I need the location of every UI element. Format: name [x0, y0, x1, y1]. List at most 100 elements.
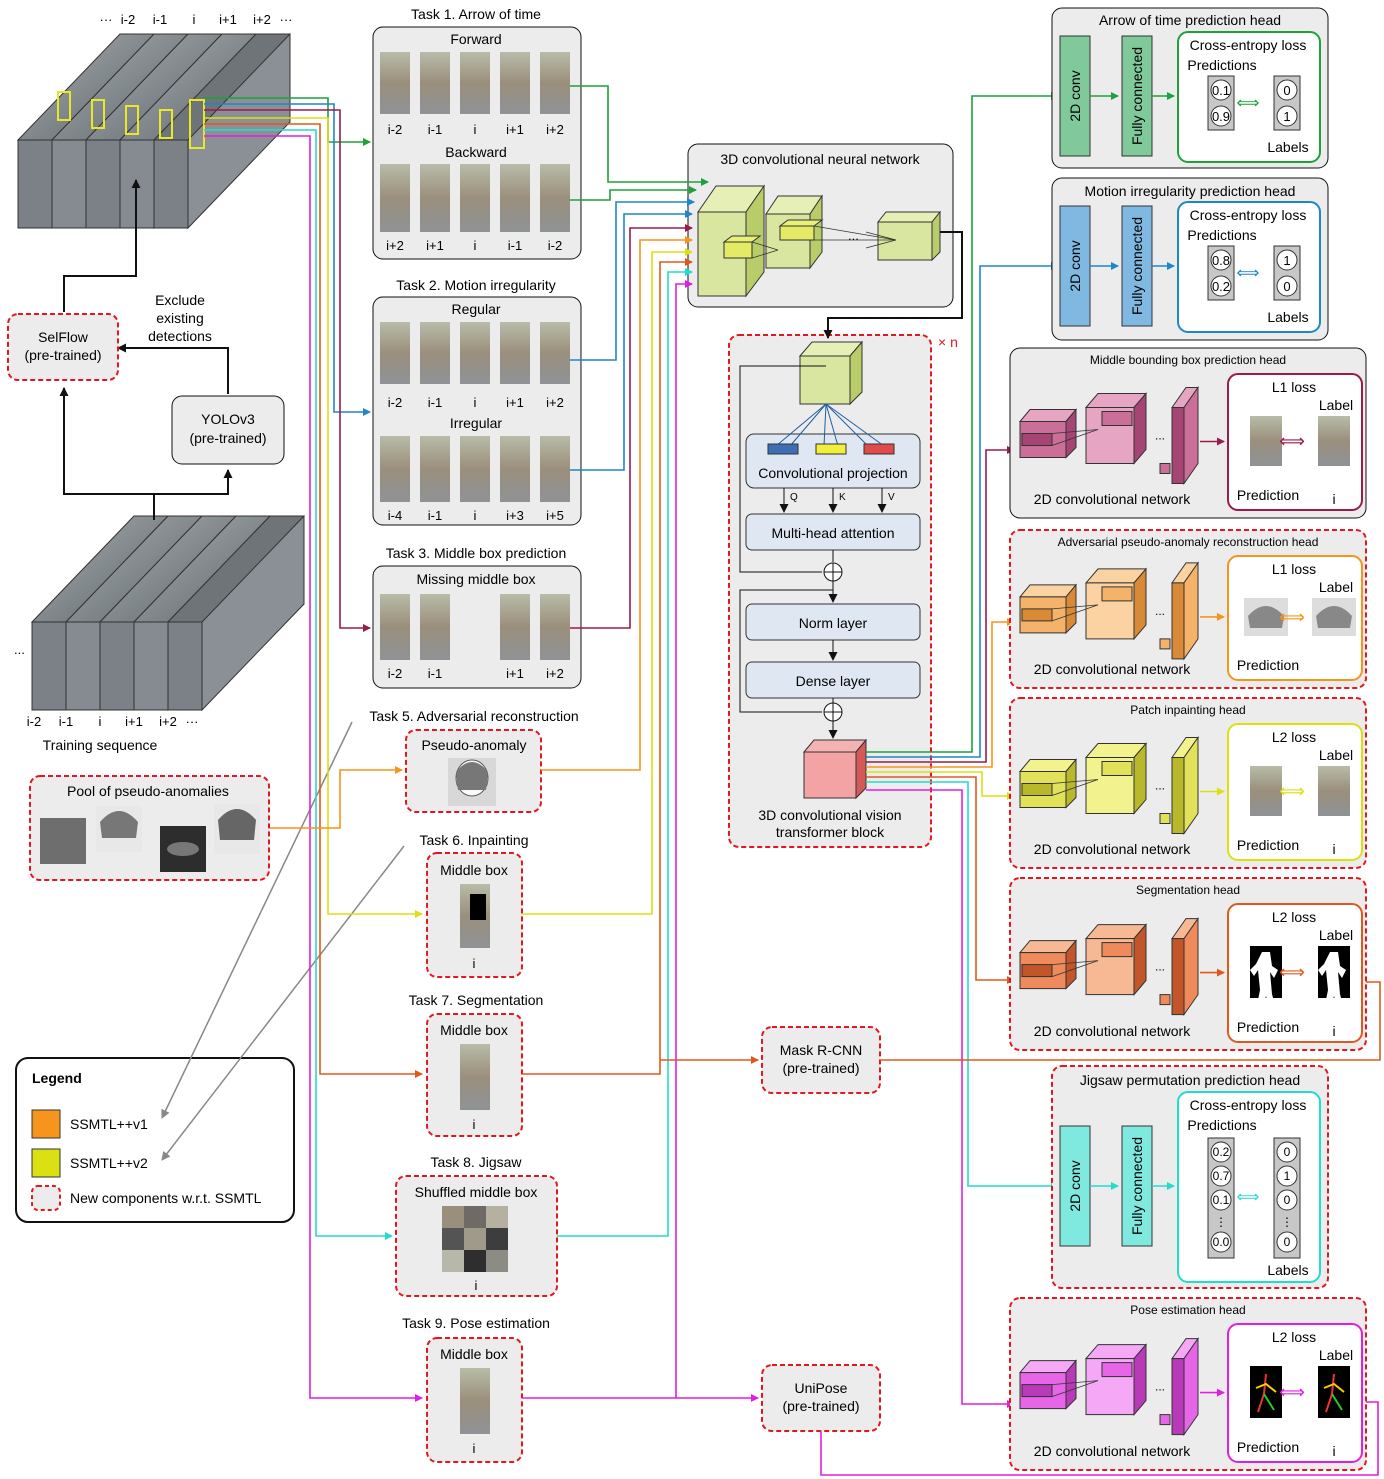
task3-middle-box-prediction: Task 3. Middle box prediction Missing mi…: [372, 545, 582, 689]
frame-index: i+1: [506, 666, 524, 681]
output-layer: [1171, 407, 1185, 484]
kernel: [1101, 1362, 1133, 1378]
projection-line: [1051, 779, 1099, 784]
frame-index: i: [473, 1441, 476, 1456]
transformer-caption: transformer block: [776, 824, 885, 840]
head-title: Motion irregularity prediction head: [1085, 183, 1296, 199]
top-frame-stack: ··· i-2 i-1 i i+1 i+2 ···: [16, 12, 293, 230]
loss-box: [1227, 723, 1363, 861]
frame-index: i+2: [386, 238, 404, 253]
frame-label: i-2: [27, 714, 41, 729]
loss-label: Cross-entropy loss: [1190, 207, 1307, 223]
double-arrow-icon: ⟺: [1237, 95, 1260, 112]
task6-box-label: Middle box: [440, 862, 508, 878]
task9-pose-estimation: Task 9. Pose estimation Middle box i: [402, 1315, 550, 1463]
training-sequence-label: Training sequence: [43, 737, 158, 753]
vertical-dots: ⋮: [1215, 1215, 1227, 1229]
projection-line: [1051, 779, 1099, 796]
double-arrow-icon: ⟺: [1279, 431, 1305, 451]
head-title: Segmentation head: [1136, 883, 1240, 897]
double-arrow-icon: ⟺: [1279, 962, 1305, 982]
network-label: 2D convolutional network: [1034, 661, 1191, 677]
kernel: [1159, 813, 1171, 824]
prediction-value: 0.1: [1213, 1193, 1230, 1207]
loss-box: [1227, 555, 1363, 681]
fc-label: Fully connected: [1129, 47, 1145, 145]
silhouette: [1250, 952, 1278, 1010]
task8-title: Task 8. Jigsaw: [430, 1154, 522, 1170]
head-middle: Middle bounding box prediction head...2D…: [1009, 347, 1367, 519]
hair-shape: [1316, 606, 1352, 628]
task3-frames: [380, 594, 570, 660]
frames-bottom: [30, 514, 305, 712]
task8-jigsaw: Task 8. Jigsaw Shuffled middle box i: [395, 1154, 558, 1297]
frame-label: i+2: [253, 12, 271, 27]
label-heading: Label: [1319, 397, 1353, 413]
task1-forward-frames: [380, 52, 570, 114]
selflow-box: SelFlow (pre-trained): [7, 313, 119, 381]
ellipsis: ...: [1155, 1380, 1165, 1394]
output-layer: [1171, 938, 1185, 1016]
loss-label: L1 loss: [1272, 561, 1316, 577]
skeleton-limb: [1263, 1393, 1275, 1411]
ellipsis: ...: [1155, 604, 1165, 618]
label-value: 0: [1283, 279, 1290, 294]
loss-box: [1227, 1323, 1363, 1463]
frame-label: i-1: [59, 714, 73, 729]
yolo-subtitle: (pre-trained): [189, 430, 266, 446]
predictions-label: Predictions: [1187, 1117, 1256, 1133]
task5-box-label: Pseudo-anomaly: [421, 737, 526, 753]
frame-labels-top: ··· i-2 i-1 i i+1 i+2 ···: [100, 12, 293, 27]
skeleton-limb: [1331, 1393, 1343, 1411]
conv-label: 2D conv: [1067, 70, 1083, 121]
frame-index: i: [473, 1117, 476, 1132]
frame-index: i: [474, 122, 477, 137]
exclude-line: existing: [156, 310, 203, 326]
unipose-box: UniPose (pre-trained): [761, 1364, 881, 1432]
head-motion-irregularity: Motion irregularity prediction head 2D c…: [1051, 177, 1329, 341]
frame-index: i: [475, 1278, 478, 1293]
frame-label: i: [193, 12, 196, 27]
projection-line: [1051, 1380, 1099, 1397]
frame-index: i+2: [546, 122, 564, 137]
legend-v2-label: SSMTL++v2: [70, 1155, 148, 1171]
frame-index: i: [1332, 491, 1335, 507]
task6-title: Task 6. Inpainting: [420, 832, 529, 848]
dense-layer-label: Dense layer: [796, 673, 871, 689]
mask-rcnn-title: Mask R-CNN: [780, 1042, 862, 1058]
legend-swatch-v2: [31, 1148, 61, 1178]
person-image: [1318, 416, 1350, 466]
prediction-value: 0.9: [1212, 109, 1230, 124]
frame-index: i: [474, 508, 477, 523]
label-heading: Label: [1319, 579, 1353, 595]
frame-index: i-1: [508, 238, 522, 253]
label-value: 1: [1284, 1169, 1291, 1183]
head-title: Patch inpainting head: [1130, 703, 1245, 717]
loss-label: L2 loss: [1272, 1329, 1316, 1345]
task7-box-label: Middle box: [440, 1022, 508, 1038]
cnn-to-transformer-arrow: [823, 231, 963, 339]
cnn3d-block: 3D convolutional neural network ...: [687, 143, 954, 308]
mha-label: Multi-head attention: [772, 525, 895, 541]
output-layer: [1171, 1358, 1185, 1436]
frame-index: i-1: [428, 122, 442, 137]
task1-backward-frames: [380, 164, 570, 232]
frame-index: i-2: [388, 395, 402, 410]
predictions-label: Predictions: [1187, 57, 1256, 73]
frame-index: i+1: [506, 122, 524, 137]
skeleton-limb: [1255, 1382, 1277, 1393]
ellipsis: ...: [1155, 779, 1165, 793]
task3-subtitle: Missing middle box: [416, 571, 535, 587]
task9-title: Task 9. Pose estimation: [402, 1315, 550, 1331]
head-seg: Segmentation head...2D convolutional net…: [1009, 877, 1367, 1051]
prediction-value: 0.2: [1213, 1145, 1230, 1159]
norm-layer-label: Norm layer: [799, 615, 868, 631]
ellipsis: ...: [1155, 960, 1165, 974]
vertical-dots: ⋮: [1281, 1215, 1293, 1229]
label-heading: Label: [1319, 1347, 1353, 1363]
prediction-label: Prediction: [1237, 1019, 1299, 1035]
fc-label: Fully connected: [1129, 217, 1145, 315]
projection-line: [1051, 604, 1099, 622]
pose-image: [1250, 1366, 1282, 1418]
frame-index: i-4: [388, 508, 402, 523]
